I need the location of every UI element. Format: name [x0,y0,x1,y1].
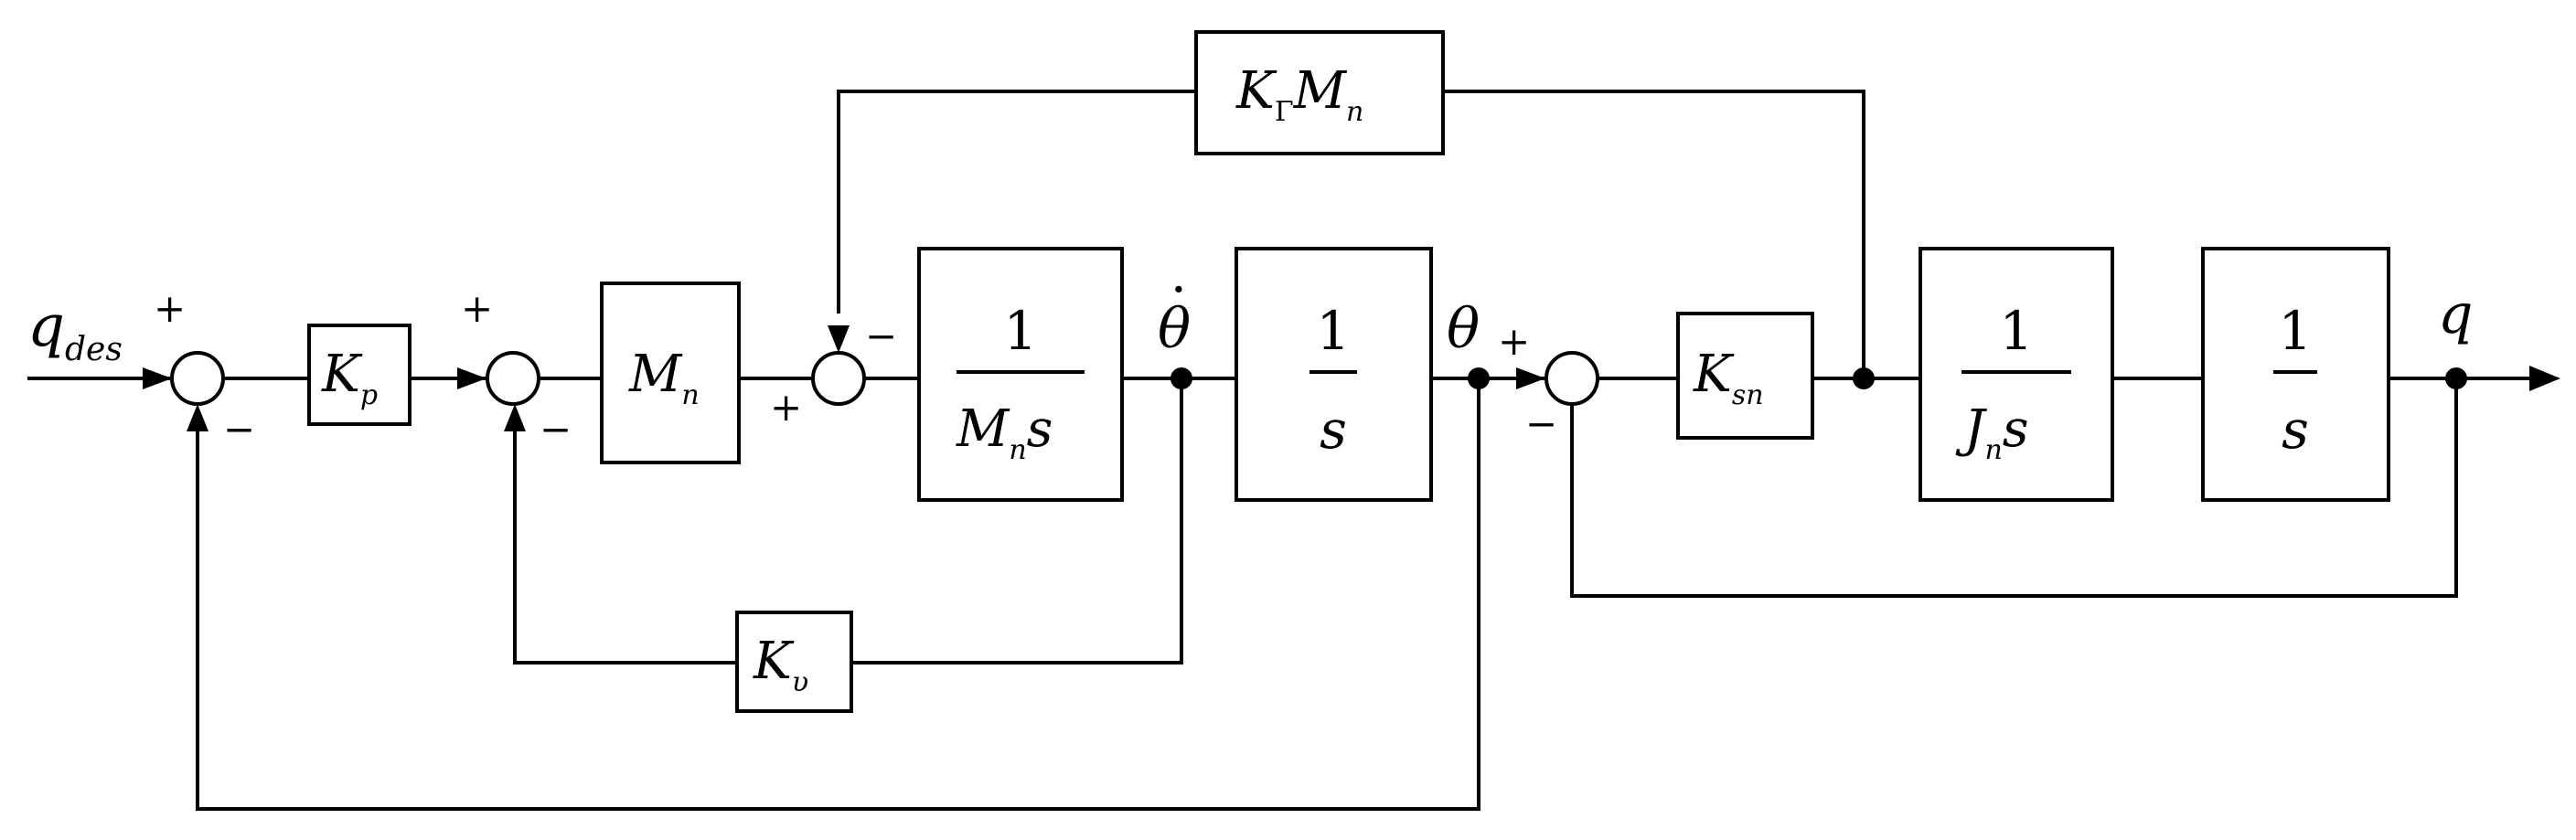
svg-text:Kυ: Kυ [753,632,808,698]
arrow-into-sum2 [457,367,486,389]
arrowheads [143,325,2560,431]
label-theta: θ [1447,297,1480,361]
sign-sum4-plus: + [1498,319,1530,364]
block-kp: Kp [307,324,412,426]
sign-sum3-minus: − [865,314,897,358]
pickoff-theta-dot [1170,367,1192,389]
summing-junction-2 [486,351,540,406]
arrow-into-sum4 [1516,367,1545,389]
sign-sum1-plus: + [154,286,186,331]
svg-text:Ksn: Ksn [1693,345,1764,411]
pickoff-theta [1468,367,1490,389]
arrow-into-sum3-feedback [828,325,850,353]
block-ksn: Ksn [1676,312,1814,440]
svg-text:1: 1 [1004,300,1038,362]
arrow-output [2529,366,2560,391]
block-inverse-jn-s: 1 Jns [1919,247,2114,502]
svg-text:s: s [1320,399,1347,461]
arrow-into-sum1-feedback [187,404,208,431]
summing-junction-4 [1545,351,1599,406]
svg-text:s: s [2282,399,2309,461]
block-kv: Kυ [735,611,853,713]
block-inverse-mn-s: 1 Mns [917,247,1124,502]
svg-text:θ: θ [1158,297,1191,361]
arrow-into-sum1 [143,367,172,389]
label-q-des: qdes [27,292,123,368]
sign-sum2-minus: − [540,407,572,452]
block-integrator-1: 1 s [1235,247,1433,502]
sign-sum4-minus: − [1525,401,1557,446]
signal-wires [27,90,2531,811]
svg-text:1: 1 [1317,300,1351,362]
svg-text:Mn: Mn [628,345,700,411]
summing-junction-3 [811,351,866,406]
summing-junction-1 [170,351,225,406]
block-integrator-2: 1 s [2201,247,2390,502]
arrow-into-sum2-feedback [504,404,526,431]
label-theta-dot: · θ [1158,261,1191,361]
svg-text:·: · [1170,261,1187,320]
svg-text:Kp: Kp [321,345,378,411]
sign-sum1-minus: − [223,407,255,452]
pickoff-output [2445,367,2467,389]
svg-text:1: 1 [2279,300,2313,362]
label-q-output: q [2438,282,2473,346]
block-kgamma-mn: KΓMn [1194,30,1445,155]
block-mn: Mn [600,282,741,464]
pickoff-after-ksn [1853,367,1875,389]
svg-text:1: 1 [2000,300,2034,362]
svg-text:Mns: Mns [956,399,1053,466]
sign-sum3-plus: + [770,385,802,430]
svg-text:KΓMn: KΓMn [1235,61,1363,128]
sign-sum2-plus: + [461,286,493,331]
